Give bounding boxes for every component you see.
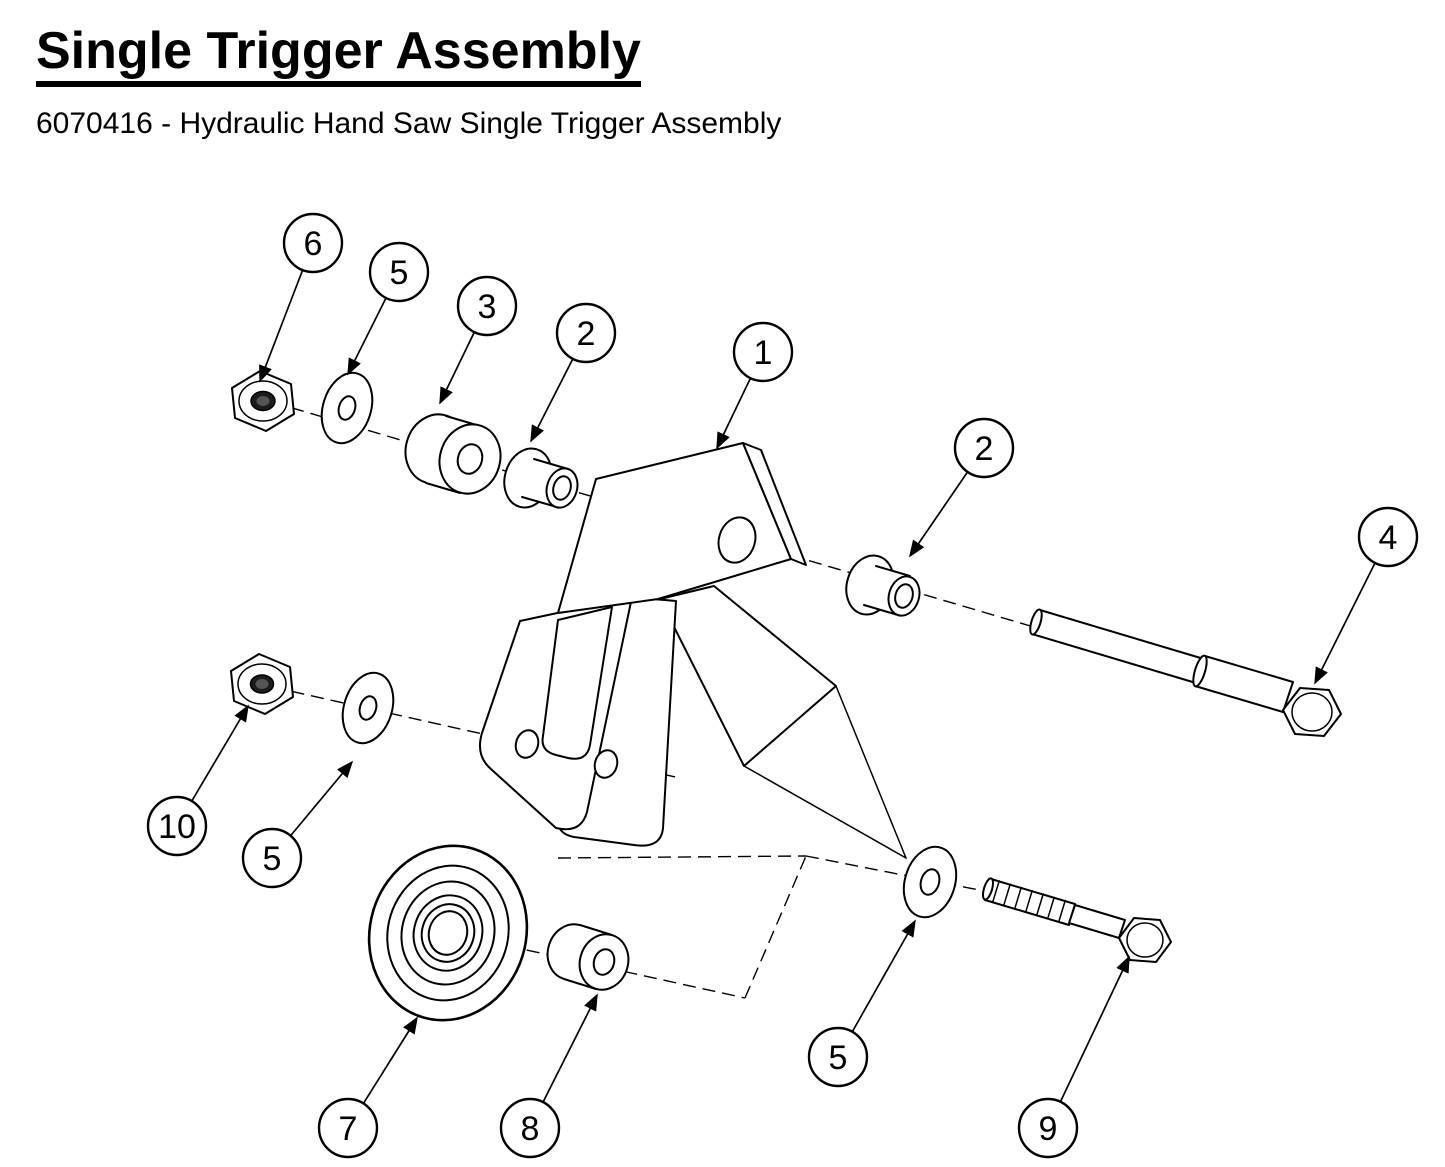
callout-balloon [1017,1097,1079,1159]
callout-number: 4 [1379,519,1398,557]
bracket-pivot-hole [717,516,757,564]
hex-nut-lower [230,653,294,715]
header: Single Trigger Assembly 6070416 - Hydrau… [36,24,781,141]
callout-number: 5 [263,840,282,878]
roller-bearing [367,844,529,1022]
callout-number: 5 [829,1039,848,1077]
flat-washer-top [320,371,374,445]
callout-balloon [368,241,430,303]
hex-bolt-short [982,877,1172,963]
spacer-lower [546,923,630,991]
callout-balloon [456,275,518,337]
callout-number: 2 [577,315,596,353]
callout-number: 3 [478,288,497,326]
flat-washer-lower-left [341,671,395,745]
clevis-slot [541,606,613,760]
callout-layer: 6 5 3 2 1 2 4 10 5 7 8 5 9 [146,212,1419,1159]
callout-number: 6 [304,225,323,263]
prong-hole-front [514,729,540,759]
callout-number: 9 [1039,1110,1058,1148]
callout-balloon [732,321,794,383]
callout-balloon [282,212,344,274]
callout-balloon [1357,506,1419,568]
callout-number: 5 [390,254,409,292]
callout-balloon [953,417,1015,479]
page-title: Single Trigger Assembly [36,24,641,87]
trigger-bracket [479,442,907,859]
callout-balloon [555,302,617,364]
callout-number: 1 [754,334,773,372]
hex-bolt-long [1029,608,1342,737]
bushing-right [845,554,921,617]
callout-number: 7 [339,1110,358,1148]
flat-washer-lower-right [902,845,958,919]
assembly-subtitle: 6070416 - Hydraulic Hand Saw Single Trig… [36,106,782,140]
callout-number: 2 [975,430,994,468]
callout-number: 10 [158,808,196,846]
spacer-top [404,413,502,495]
bushing-left [503,447,579,509]
callout-balloon [146,795,208,857]
callout-balloon [241,827,303,889]
hex-nut-top [231,370,295,432]
callout-balloon [317,1097,379,1159]
prong-hole-rear [593,749,619,779]
callout-balloon [807,1026,869,1088]
thread-lines [992,880,1066,923]
callout-leader [1047,955,1130,1129]
callout-balloon [499,1097,561,1159]
callout-number: 8 [521,1110,540,1148]
